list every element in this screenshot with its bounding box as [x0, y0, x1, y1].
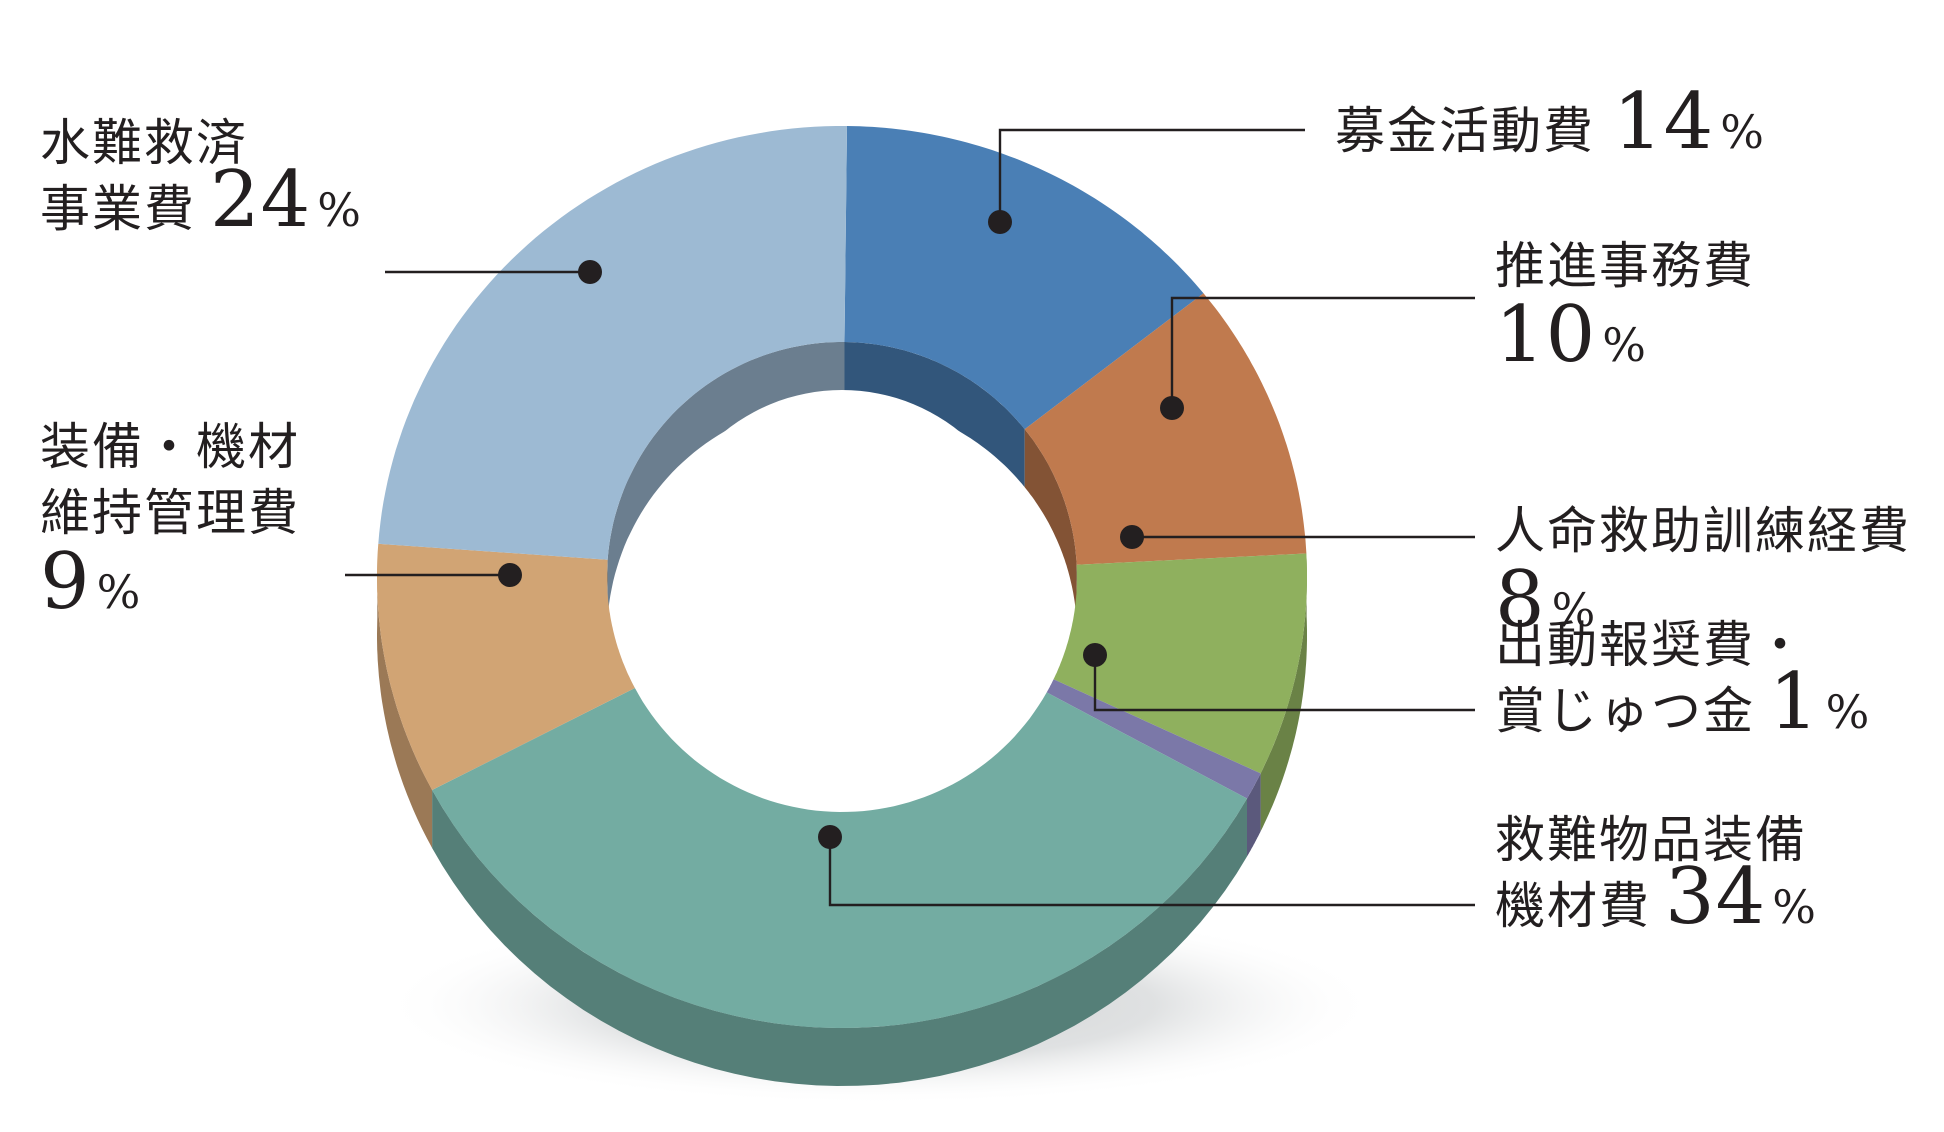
slice-0: [844, 126, 1204, 430]
leader-dot-4: [818, 825, 842, 849]
leader-dot-3: [1083, 643, 1107, 667]
label-name-text: 推進事務費: [1495, 237, 1755, 295]
label-value: 9: [40, 537, 91, 627]
label-name-text: 事業費: [40, 180, 196, 238]
leader-line-4: [828, 837, 1475, 907]
side-wall-4: [432, 790, 1248, 1086]
label-value: 8: [1495, 555, 1546, 645]
label-name-text: 賞じゅつ金: [1495, 682, 1755, 740]
slice-2: [1053, 553, 1307, 774]
leader-line-0: [998, 128, 1305, 222]
slice-5: [377, 543, 635, 790]
label-0: 募金活動費 14%: [1335, 77, 1764, 167]
leader-dot-5: [498, 563, 522, 587]
label-line: 出動報奨費・: [1495, 616, 1807, 674]
donut-side-walls: [377, 558, 1307, 1086]
label-unit: %: [97, 565, 141, 619]
label-line: 推進事務費: [1495, 237, 1755, 295]
label-line: 維持管理費: [40, 484, 300, 542]
leader-dot-1: [1160, 396, 1184, 420]
label-value-line: 8%: [1495, 555, 1595, 645]
label-name-text: 装備・機材: [40, 418, 300, 476]
label-unit: %: [1826, 685, 1870, 739]
leader-lines: [345, 128, 1475, 907]
label-value: 10: [1495, 290, 1596, 380]
label-line: 水難救済: [40, 114, 248, 172]
donut-hole: [655, 390, 1029, 764]
label-value-line: 10%: [1495, 290, 1646, 380]
label-value-line: 9%: [40, 537, 140, 627]
label-unit: %: [1772, 880, 1816, 934]
label-line: 人命救助訓練経費: [1495, 502, 1911, 560]
inner-wall-6: [607, 342, 845, 618]
leader-dot-2: [1120, 525, 1144, 549]
label-name-text: 水難救済: [40, 114, 248, 172]
label-unit: %: [317, 183, 361, 237]
label-line: 救難物品装備: [1495, 811, 1807, 869]
label-name-text: 出動報奨費・: [1495, 616, 1807, 674]
label-value: 24: [210, 155, 311, 245]
label-name-text: 救難物品装備: [1495, 811, 1807, 869]
slice-6: [378, 126, 847, 560]
label-name-text: 維持管理費: [40, 484, 300, 542]
label-unit: %: [1602, 318, 1646, 372]
label-value: 14: [1613, 77, 1714, 167]
donut-top-faces: [377, 126, 1307, 1028]
label-value: 34: [1665, 852, 1766, 942]
label-name-text: 機材費: [1495, 877, 1651, 935]
label-name-text: 募金活動費: [1335, 102, 1595, 160]
slice-4: [432, 688, 1248, 1028]
label-unit: %: [1720, 105, 1764, 159]
label-name-0: 募金活動費 14%: [1335, 77, 1764, 167]
inner-wall-1: [1024, 429, 1077, 623]
side-wall-3: [1247, 773, 1261, 857]
slice-1: [1024, 293, 1307, 565]
leader-line-3: [1093, 655, 1475, 712]
side-wall-2: [1260, 558, 1307, 832]
label-line: 装備・機材: [40, 418, 300, 476]
label-name-text: 人命救助訓練経費: [1495, 502, 1911, 560]
leader-line-1: [1170, 296, 1475, 408]
leader-dot-6: [578, 260, 602, 284]
side-wall-5: [377, 559, 433, 848]
label-unit: %: [1552, 583, 1596, 637]
leader-dot-0: [988, 210, 1012, 234]
label-value: 1: [1769, 657, 1820, 747]
